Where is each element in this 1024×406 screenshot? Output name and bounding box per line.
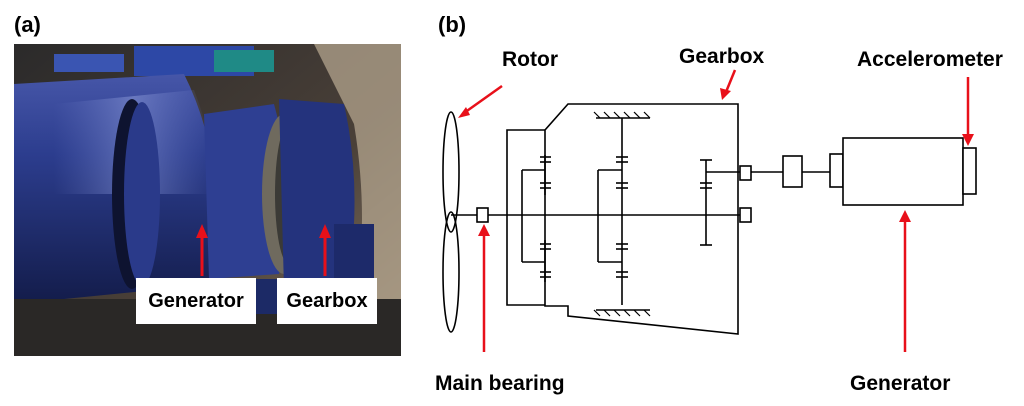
rotor-blade-upper (442, 111, 460, 233)
gearbox-label: Gearbox (679, 45, 765, 68)
rotor-label: Rotor (502, 48, 558, 71)
schematic-lines (442, 103, 977, 335)
generator-label-b: Generator (850, 372, 950, 395)
wind-turbine-nacelle-photo (14, 44, 401, 356)
panel-b-label: (b) (438, 12, 467, 37)
main-bearing-label: Main bearing (435, 372, 565, 395)
accelerometer-block (962, 147, 977, 195)
gearbox-arrow-b (724, 69, 737, 93)
coupling-block (782, 155, 803, 188)
generator-photo-label: Generator (136, 278, 256, 324)
generator-box (842, 137, 964, 206)
callout-arrows (458, 69, 974, 352)
rotor-arrow (463, 84, 503, 115)
carrier-bracket (506, 129, 545, 306)
panel-a-label: (a) (14, 12, 41, 37)
nacelle-wall (314, 44, 401, 356)
accelerometer-label: Accelerometer (857, 48, 1003, 71)
gearbox-photo-label: Gearbox (277, 278, 377, 324)
main-bearing-block (476, 207, 489, 223)
rotor-blade-lower (442, 211, 460, 333)
ground-hatching (593, 111, 651, 317)
gearbox-housing (544, 103, 739, 335)
top-equipment-teal (214, 50, 274, 72)
